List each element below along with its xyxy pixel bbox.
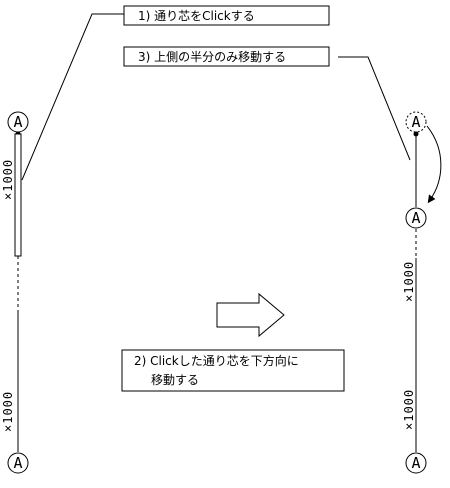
left-grid-line-group: A ×1000 ×1000 A [1, 111, 29, 474]
right-ghost-grid-bubble: A [405, 111, 427, 137]
left-top-grid-bubble[interactable]: A [7, 111, 29, 137]
callout-step1-text: 1) 通り芯をClickする [138, 9, 255, 23]
right-bottom-grid-bubble[interactable]: A [405, 452, 427, 474]
callout-step2-text-line2: 移動する [151, 373, 199, 387]
callout-step3-text: 3) 上側の半分のみ移動する [138, 50, 286, 64]
callout-step1-leader [21, 13, 124, 181]
left-bottom-bubble-letter: A [13, 454, 22, 472]
callout-step3-leader [338, 56, 411, 161]
right-arrow-outline-icon [216, 292, 285, 338]
right-grid-line-group: A A ×1000 ×1000 A [402, 111, 442, 474]
curved-down-arrow-icon [426, 125, 442, 204]
right-bottom-bubble-letter: A [411, 454, 420, 472]
callout-step2: 2) Clickした通り芯を下方向に 移動する [121, 349, 345, 392]
right-lower-dimension-label: ×1000 [402, 389, 416, 430]
callout-step3: 3) 上側の半分のみ移動する [123, 46, 411, 161]
left-bottom-grid-bubble[interactable]: A [7, 452, 29, 474]
left-lower-dimension-label: ×1000 [1, 391, 15, 432]
right-ghost-bubble-letter: A [411, 113, 420, 131]
left-upper-dimension-label: ×1000 [1, 159, 15, 200]
right-moved-grid-bubble[interactable]: A [405, 207, 427, 229]
right-upper-dimension-label: ×1000 [402, 261, 416, 302]
callout-step1: 1) 通り芯をClickする [21, 5, 330, 181]
left-top-bubble-letter: A [13, 113, 22, 131]
callout-step2-text-line1: 2) Clickした通り芯を下方向に [134, 353, 299, 368]
left-selected-segment[interactable] [14, 133, 22, 257]
right-moved-bubble-letter: A [411, 209, 420, 227]
